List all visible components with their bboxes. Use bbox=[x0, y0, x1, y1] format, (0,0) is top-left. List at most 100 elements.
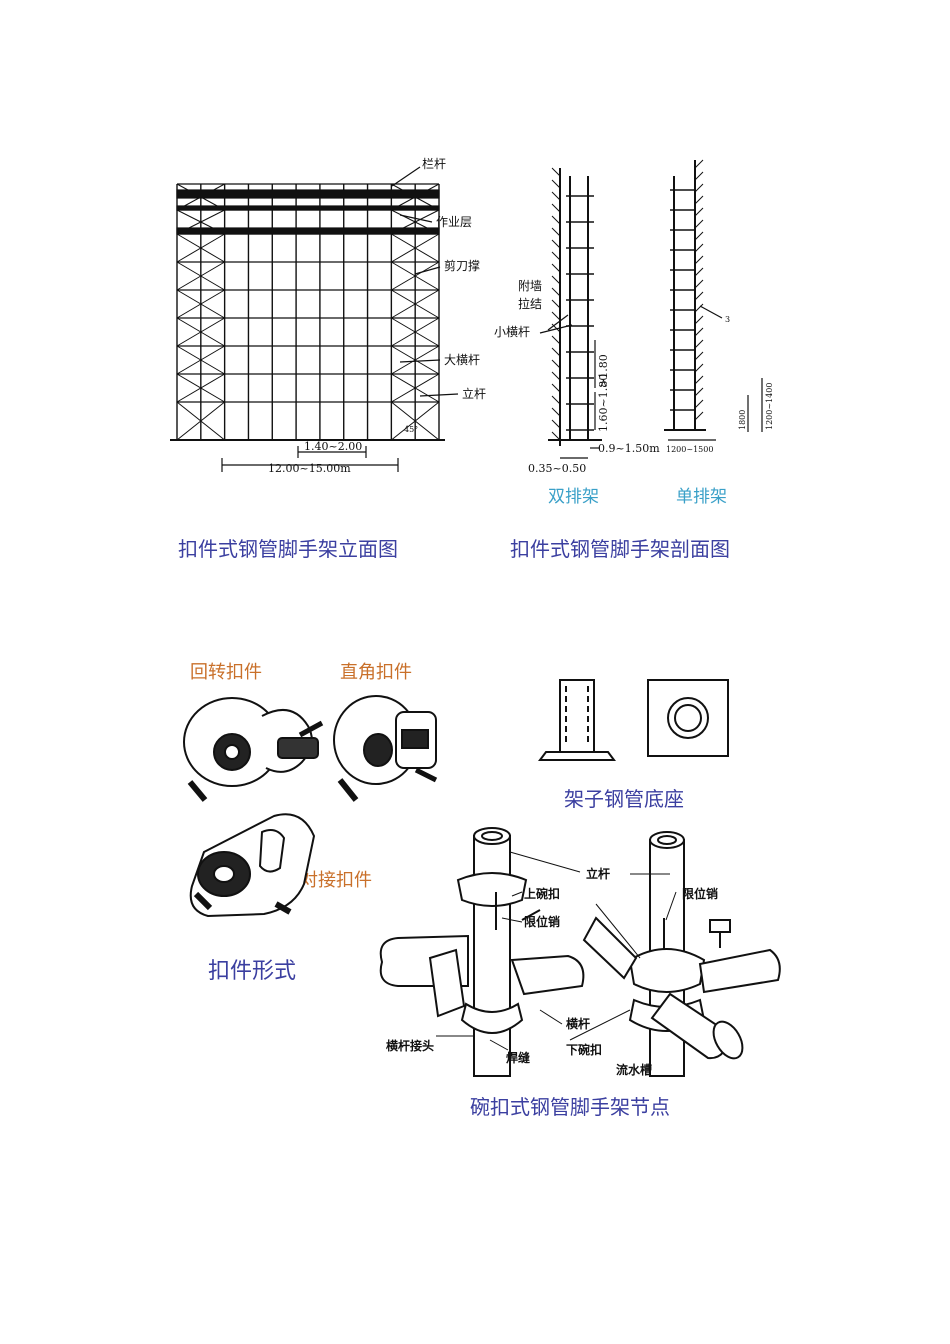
wall-hatch-line bbox=[694, 207, 704, 217]
label-scissor-brace: 剪刀撑 bbox=[444, 258, 480, 273]
right-angle-fastener-label: 直角扣件 bbox=[340, 662, 412, 683]
wall-hatch-line bbox=[694, 195, 704, 205]
wall-hatch-line bbox=[551, 203, 561, 213]
leader-upper-bowl bbox=[511, 891, 523, 897]
wall-hatch-line bbox=[694, 279, 704, 289]
leader-lower-bowl bbox=[569, 1009, 631, 1041]
leader-upright bbox=[419, 393, 459, 397]
wall-hatch-line bbox=[551, 191, 561, 201]
wall-hatch-double bbox=[551, 167, 561, 441]
wall-hatch-line bbox=[551, 251, 561, 261]
bowl-caption: 碗扣式钢管脚手架节点 bbox=[470, 1095, 670, 1119]
wall-hatch-line bbox=[694, 243, 704, 253]
leader-small-bar bbox=[539, 324, 573, 334]
label-weld: 焊缝 bbox=[506, 1050, 530, 1065]
wall-hatch-line bbox=[694, 183, 704, 193]
scissor-brace-line bbox=[391, 345, 440, 375]
bowl-leaders bbox=[436, 851, 677, 1051]
single-crossbars bbox=[670, 189, 695, 411]
base-side-view bbox=[538, 679, 616, 761]
dim-single-span-text: 1200~1500 bbox=[666, 445, 713, 454]
butt-fastener-image bbox=[189, 813, 316, 918]
wall-hatch-line bbox=[551, 287, 561, 297]
wall-hatch-line bbox=[694, 159, 704, 169]
scissor-brace-line bbox=[176, 317, 225, 347]
dim-row-gap-text: 0.9~1.50m bbox=[598, 442, 660, 455]
leader-upper-bowl-r bbox=[595, 903, 641, 959]
leader-wall-tie bbox=[547, 314, 569, 331]
scissor-brace-line bbox=[176, 233, 225, 263]
section-single bbox=[664, 159, 763, 441]
leader-scissor bbox=[414, 266, 441, 275]
scissor-brace-line bbox=[391, 317, 440, 347]
wall-hatch-line bbox=[694, 387, 704, 397]
label-upper-bowl: 上碗扣 bbox=[524, 886, 560, 901]
scissor-brace-line bbox=[391, 289, 440, 319]
wall-hatch-line bbox=[551, 299, 561, 309]
bowl-joint-left bbox=[379, 827, 585, 1077]
butt-fastener-label: 对接扣件 bbox=[300, 870, 372, 891]
wall-hatch-line bbox=[551, 383, 561, 393]
scissor-brace-line bbox=[176, 401, 225, 441]
wall-hatch-line bbox=[694, 303, 704, 313]
scissor-brace-line bbox=[176, 261, 225, 291]
label-angle: 45° bbox=[404, 425, 418, 434]
wall-hatch-line bbox=[551, 227, 561, 237]
label-railing: 栏杆 bbox=[422, 156, 446, 171]
leader-stop-pin-2 bbox=[665, 891, 677, 921]
double-crossbars bbox=[566, 195, 594, 431]
elevation-grid bbox=[176, 183, 440, 441]
wall-hatch-line bbox=[694, 351, 704, 361]
scissor-brace-line bbox=[176, 289, 225, 319]
wall-hatch-line bbox=[694, 411, 704, 421]
dim-bay-text: 1.40~2.00 bbox=[304, 440, 362, 453]
wall-hatch-line bbox=[694, 363, 704, 373]
wall-hatch-line bbox=[694, 255, 704, 265]
elevation-diagram bbox=[170, 166, 459, 472]
scissor-brace-line bbox=[176, 373, 225, 403]
wall-hatch-line bbox=[551, 419, 561, 429]
wall-hatch-line bbox=[694, 399, 704, 409]
label-big-bar: 大横杆 bbox=[444, 353, 480, 367]
wall-hatch-line bbox=[551, 335, 561, 345]
leader-crossbar bbox=[539, 1009, 563, 1025]
wall-hatch-line bbox=[694, 339, 704, 349]
scissor-brace-line bbox=[391, 401, 440, 441]
right-angle-fastener-image bbox=[333, 695, 438, 802]
base-plan-view bbox=[647, 679, 729, 757]
label-crossbar-joint: 横杆接头 bbox=[386, 1038, 434, 1053]
label-drain: 流水槽 bbox=[616, 1062, 652, 1077]
dim-height-range-text: 1.60~1.80 bbox=[597, 374, 610, 432]
wall-hatch-line bbox=[551, 215, 561, 225]
wall-hatch-line bbox=[551, 167, 561, 177]
section-caption: 扣件式钢管脚手架剖面图 bbox=[510, 537, 730, 561]
leader-weld bbox=[489, 1039, 509, 1051]
dim-height-gt-text: >1.80 bbox=[597, 354, 610, 388]
wall-hatch-line bbox=[694, 327, 704, 337]
wall-hatch-line bbox=[694, 219, 704, 229]
wall-hatch-line bbox=[551, 179, 561, 189]
double-row-label: 双排架 bbox=[548, 487, 599, 507]
fasteners-caption: 扣件形式 bbox=[208, 959, 296, 984]
single-row-label: 单排架 bbox=[676, 487, 727, 507]
wall-hatch-line bbox=[551, 407, 561, 417]
swivel-fastener-image bbox=[183, 697, 324, 802]
wall-hatch-line bbox=[551, 347, 561, 357]
wall-hatch-line bbox=[551, 359, 561, 369]
wall-hatch-line bbox=[694, 291, 704, 301]
wall-hatch-line bbox=[694, 375, 704, 385]
wall-hatch-line bbox=[694, 315, 704, 325]
leader-work-layer bbox=[399, 214, 433, 223]
bowl-joint-right bbox=[582, 831, 781, 1077]
elevation-caption: 扣件式钢管脚手架立面图 bbox=[178, 537, 398, 561]
leader-big-bar bbox=[399, 359, 441, 363]
leader-single-mark bbox=[699, 305, 723, 319]
label-stop-pin-2: 限位销 bbox=[682, 886, 718, 901]
label-wall-tie-1: 附墙 bbox=[518, 279, 542, 293]
label-work-layer: 作业层 bbox=[436, 215, 472, 229]
section-double bbox=[539, 167, 602, 459]
scissor-brace-line bbox=[391, 373, 440, 403]
label-single-mark: 3 bbox=[725, 315, 730, 324]
label-lower-bowl: 下碗扣 bbox=[566, 1042, 602, 1057]
